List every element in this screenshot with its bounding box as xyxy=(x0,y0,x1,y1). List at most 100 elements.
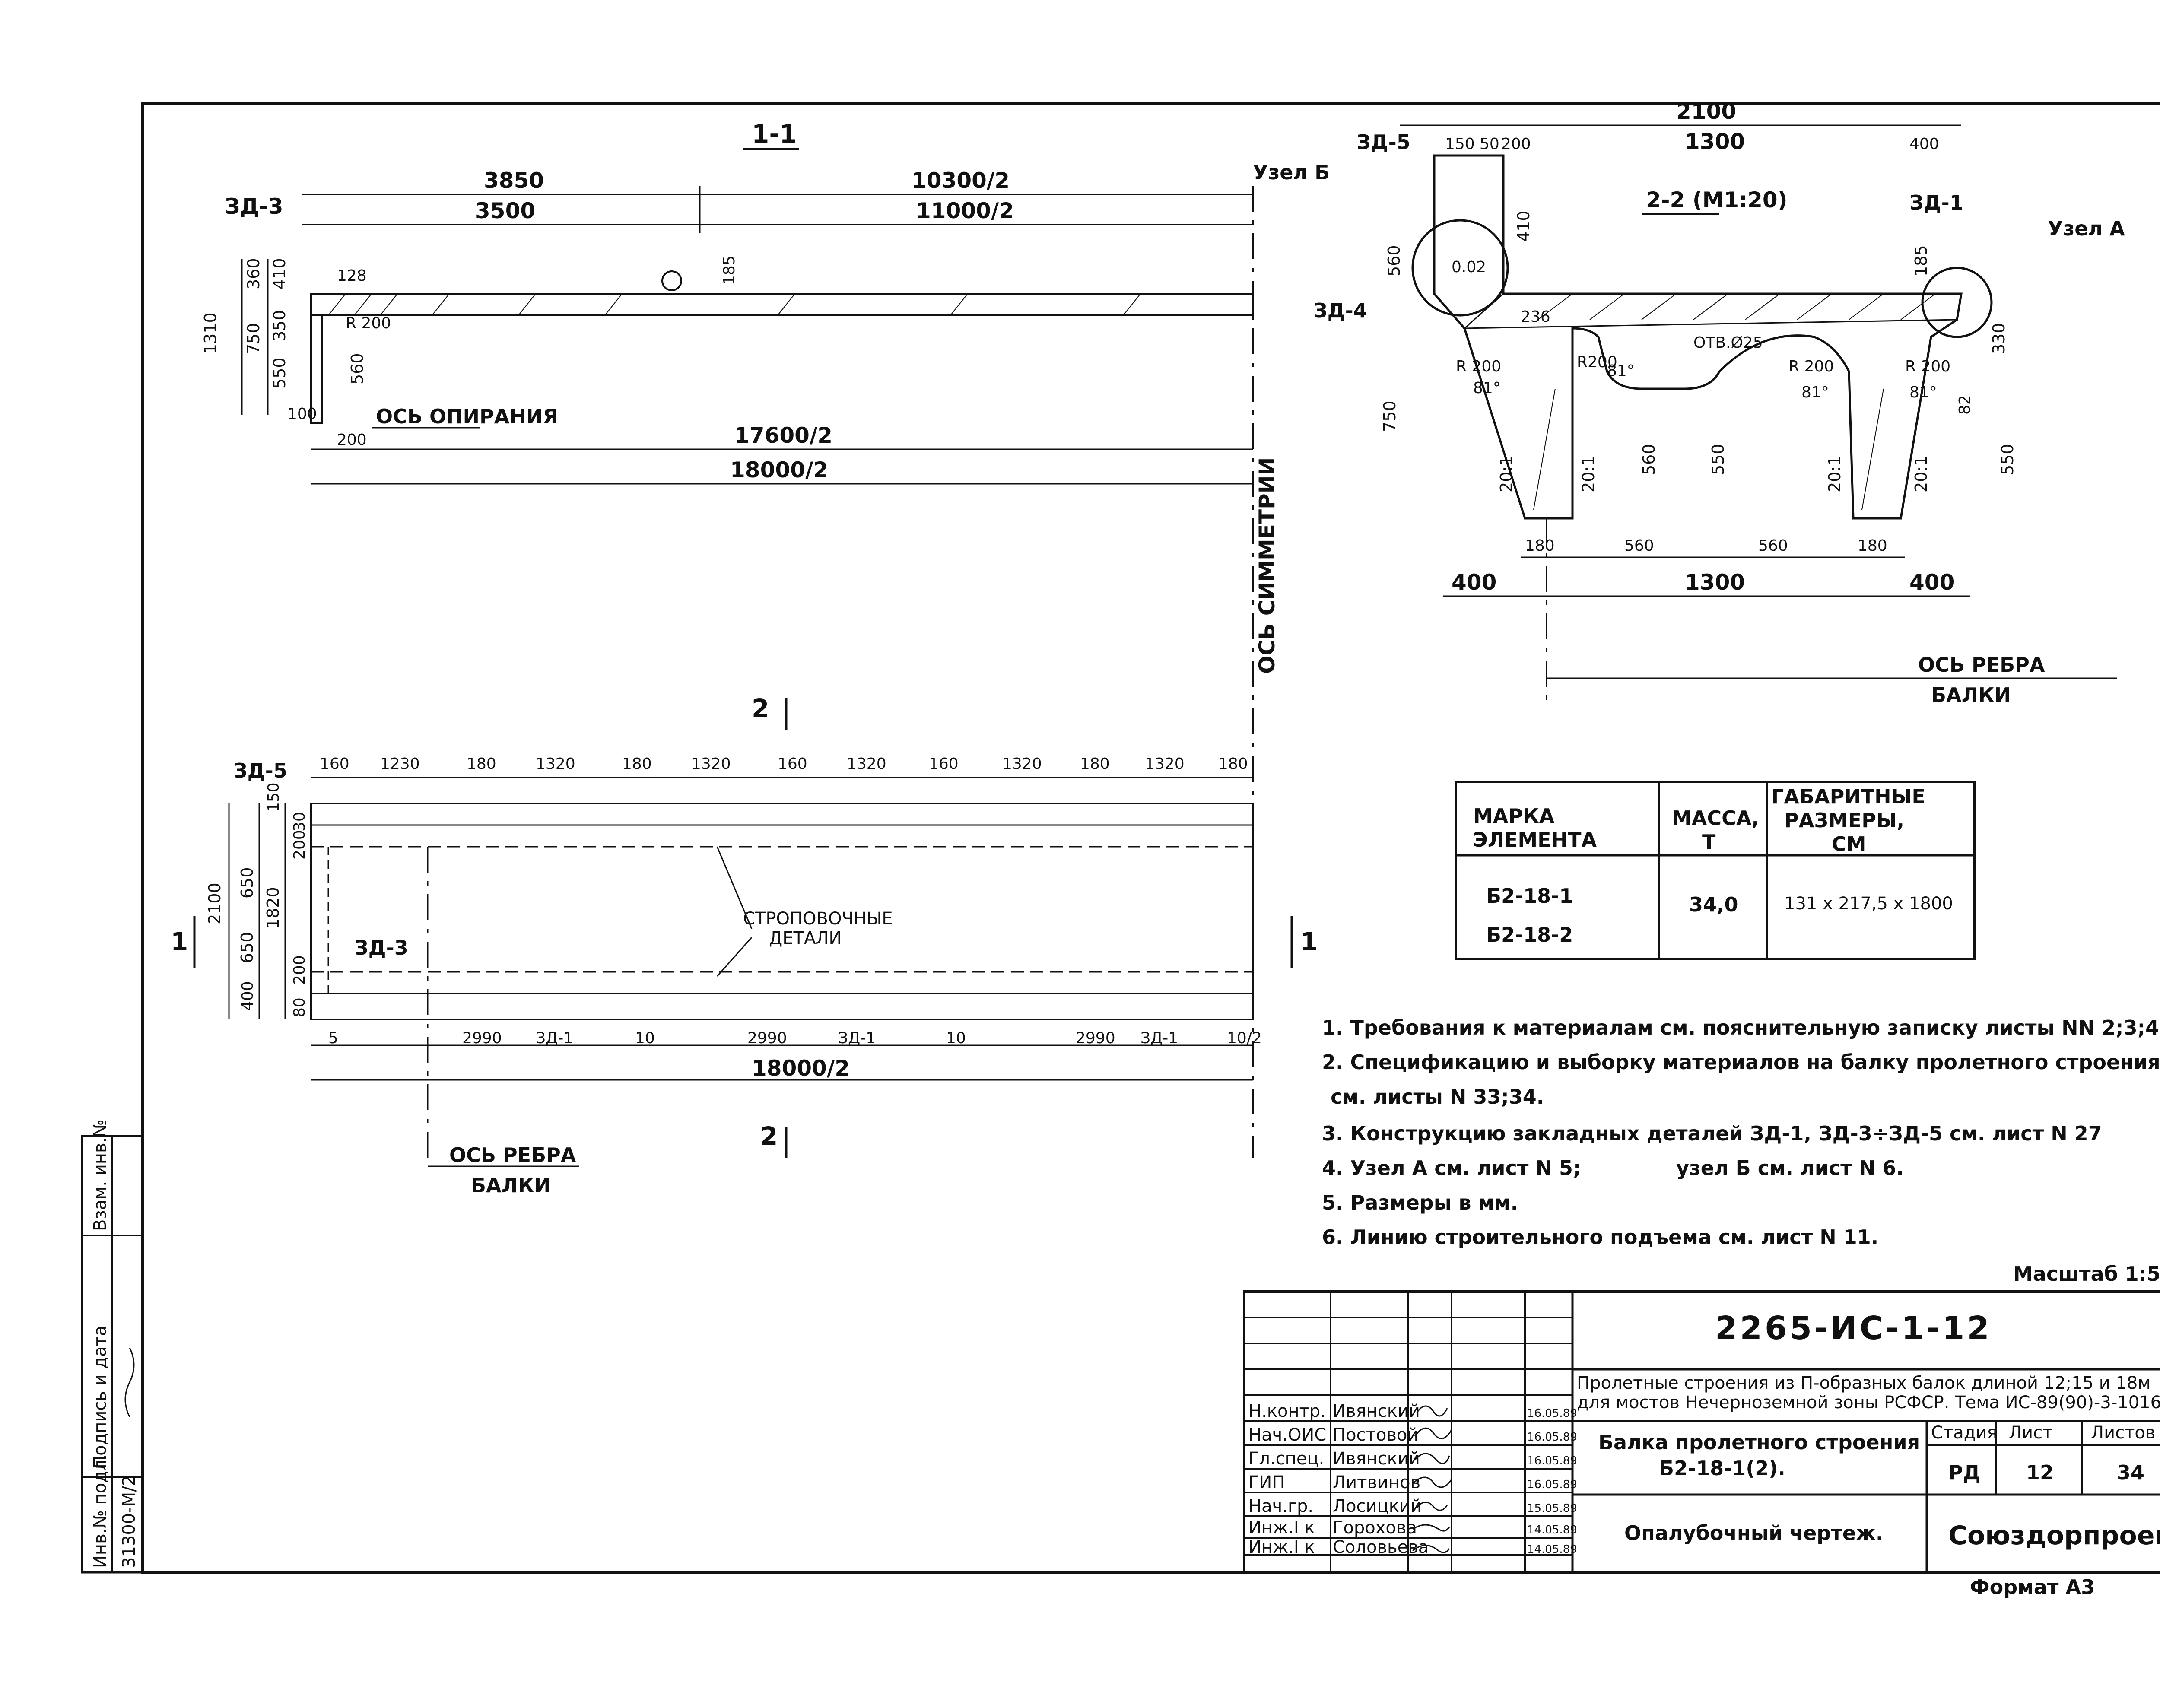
role-6: Инж.I к xyxy=(1248,1518,1315,1538)
bdim-2990-a: 2990 xyxy=(462,1029,502,1047)
dim-2100: 2100 xyxy=(1676,99,1736,124)
angle-1: 81° xyxy=(1473,379,1501,397)
role-5: Нач.гр. xyxy=(1248,1496,1313,1516)
row-mark-1: Б2-18-1 xyxy=(1486,884,1573,908)
note-2b: см. листы N 33;34. xyxy=(1331,1085,1544,1108)
bdim-400-a: 400 xyxy=(1452,570,1496,595)
th-size-1: ГАБАРИТНЫЕ xyxy=(1771,785,1925,808)
bdim-400-b: 400 xyxy=(1909,570,1954,595)
vdim-550-b: 550 xyxy=(1998,444,2017,475)
bdim-2990-c: 2990 xyxy=(1076,1029,1115,1047)
zd5-label: ЗД-5 xyxy=(1356,130,1410,154)
th-mark-1: МАРКА xyxy=(1473,804,1555,828)
vdim-350: 350 xyxy=(270,310,289,341)
th-mark-2: ЭЛЕМЕНТА xyxy=(1473,828,1597,851)
bdim-2990-b: 2990 xyxy=(747,1029,787,1047)
dim-3500: 3500 xyxy=(475,198,535,223)
sheet-value: 12 xyxy=(2026,1461,2054,1484)
vdim-560: 560 xyxy=(348,353,367,384)
notes: 1. Требования к материалам см. пояснител… xyxy=(1322,1016,2160,1249)
tdim-10: 1320 xyxy=(1002,755,1042,773)
bdim-560-b: 560 xyxy=(1758,537,1788,555)
axis-support: ОСЬ ОПИРАНИЯ xyxy=(376,405,558,428)
tdim-1: 160 xyxy=(320,755,349,773)
name-2: Постовой xyxy=(1333,1425,1418,1445)
sheet-frame xyxy=(141,102,2160,1574)
ldim-2100: 2100 xyxy=(205,883,224,924)
tdim-11: 180 xyxy=(1080,755,1110,773)
date-4: 16.05.89 xyxy=(1527,1478,1577,1491)
note-5: 5. Размеры в мм. xyxy=(1322,1191,1518,1214)
title-block: 2265-ИС-1-12 Пролетные строения из П-обр… xyxy=(1243,1290,2160,1574)
tdim-8: 1320 xyxy=(847,755,886,773)
bdim-180-b: 180 xyxy=(1858,537,1887,555)
name-1: Ивянский xyxy=(1333,1401,1420,1421)
name-3: Ивянский xyxy=(1333,1449,1420,1469)
vdim-330: 330 xyxy=(1989,323,2008,354)
th-size-2: РАЗМЕРЫ, xyxy=(1784,809,1904,832)
note-3: 3. Конструкцию закладных деталей ЗД-1, З… xyxy=(1322,1122,2102,1145)
date-6: 14.05.89 xyxy=(1527,1524,1577,1537)
ldim-400: 400 xyxy=(239,981,257,1011)
vzam-inv-label: Взам. инв.№ xyxy=(90,1119,110,1231)
bdim-5: 5 xyxy=(328,1029,338,1047)
slope-4: 20:1 xyxy=(1912,456,1931,492)
vdim-750: 750 xyxy=(244,323,263,354)
sling-label: СТРОПОВОЧНЫЕ xyxy=(743,909,893,929)
plan-zd5: ЗД-5 xyxy=(233,759,287,782)
scale-label: Масштаб 1:50 xyxy=(2013,1262,2160,1286)
vdim-1310: 1310 xyxy=(201,312,220,354)
element-table: МАРКА ЭЛЕМЕНТА МАССА, Т ГАБАРИТНЫЕ РАЗМЕ… xyxy=(1455,781,1976,960)
dim-128: 128 xyxy=(337,267,367,285)
node-b-label: Узел Б xyxy=(1253,161,1330,184)
bdim-180-a: 180 xyxy=(1525,537,1555,555)
side-stamp: Инв.№ подл. Подпись и дата Взам. инв.№ 3… xyxy=(81,1119,144,1574)
date-7: 14.05.89 xyxy=(1527,1543,1577,1556)
name-4: Литвинов xyxy=(1333,1473,1420,1492)
axis-symmetry: ОСЬ СИММЕТРИИ xyxy=(1255,457,1280,674)
bdim-10-b: 10 xyxy=(946,1029,966,1047)
ldim-30: 30 xyxy=(291,812,308,832)
plan-view: 2 2 ЗД-5 160 1230 180 1320 180 1320 160 … xyxy=(171,694,1318,1197)
tdim-4: 1320 xyxy=(536,755,575,773)
note-4: 4. Узел А см. лист N 5; xyxy=(1322,1156,1581,1180)
doc-code: 2265-ИС-1-12 xyxy=(1715,1310,1992,1347)
ldim-650-b: 650 xyxy=(238,932,257,963)
angle-4: 81° xyxy=(1909,384,1937,401)
ldim-200-b: 200 xyxy=(291,955,308,985)
cut-1-right: 1 xyxy=(1300,927,1318,956)
date-1: 16.05.89 xyxy=(1527,1407,1577,1420)
role-3: Гл.спец. xyxy=(1248,1449,1324,1469)
plan-total: 18000/2 xyxy=(752,1056,850,1081)
organization: Союздорпроект xyxy=(1948,1521,2160,1551)
inv-podl-label: Инв.№ подл. xyxy=(90,1454,110,1568)
dim-185: 185 xyxy=(721,255,738,285)
ldim-200: 200 xyxy=(291,830,308,860)
sheet-header: Лист xyxy=(2009,1423,2052,1443)
tdim-9: 160 xyxy=(929,755,959,773)
radius-2: R200 xyxy=(1577,353,1617,371)
note-2: 2. Спецификацию и выборку материалов на … xyxy=(1322,1051,2160,1074)
axis-rib-title: ОСЬ РЕБРА xyxy=(1918,653,2045,676)
date-2: 16.05.89 xyxy=(1527,1431,1577,1444)
bdim-560-a: 560 xyxy=(1624,537,1654,555)
dim-100: 100 xyxy=(287,405,317,423)
vdim-360: 360 xyxy=(244,258,263,289)
section-1-1: 1-1 3850 10300/2 3500 11000/2 ЗД-3 1310 … xyxy=(201,119,1280,1158)
radius-200: R 200 xyxy=(346,314,391,332)
name-7: Соловьева xyxy=(1333,1537,1429,1557)
dim-18000: 18000/2 xyxy=(730,457,828,483)
th-mass-1: МАССА, xyxy=(1672,806,1759,830)
tdim-2: 1230 xyxy=(380,755,420,773)
side-signature xyxy=(124,1347,135,1417)
stage-value: РД xyxy=(1948,1461,1981,1484)
dim-400-top: 400 xyxy=(1909,135,1939,153)
dim-17600: 17600/2 xyxy=(734,423,832,448)
cut-2-top: 2 xyxy=(752,694,769,723)
ldim-80: 80 xyxy=(291,997,308,1017)
hole-dia-25: ОТВ.Ø25 xyxy=(1693,334,1763,352)
dim-200-b: 200 xyxy=(1501,135,1531,153)
angle-2: 81° xyxy=(1607,362,1635,380)
ldim-650-a: 650 xyxy=(238,867,257,898)
